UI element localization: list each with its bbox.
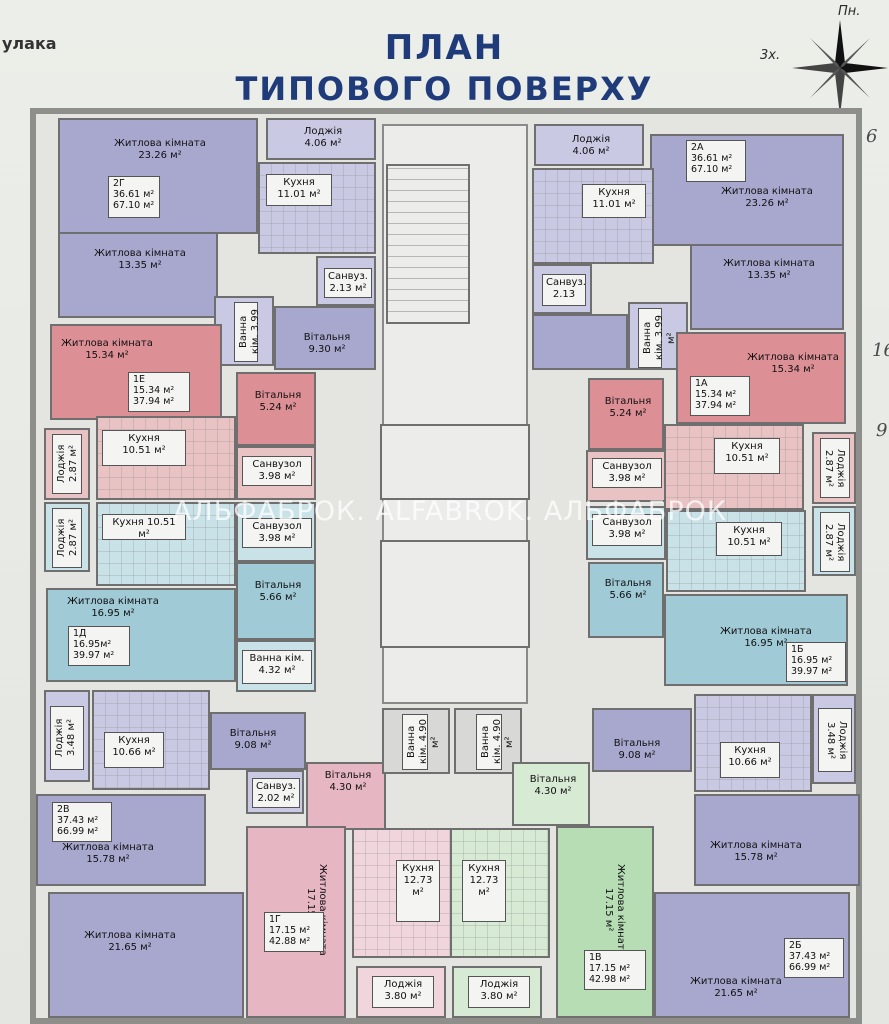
- plan-title-line1: ПЛАН: [384, 28, 505, 68]
- watermark: АЛЬФАБРОК. ALFABROK. АЛЬФАБРОК: [172, 496, 728, 527]
- unit-1d-loggia: Лоджія 2.87 м²: [44, 502, 90, 572]
- unit-2g-bath-room: Ванна кім. 3.99: [214, 296, 274, 366]
- street-name-fragment: улака: [2, 34, 57, 53]
- north-label: Пн.: [838, 4, 861, 19]
- compass-rose-icon: [792, 20, 888, 116]
- unit-2b-loggia: Лоджія 3.48 м²: [812, 694, 856, 784]
- elevator-shaft-block-upper: [380, 424, 530, 500]
- unit-1b-loggia: Лоджія 2.87 м²: [812, 506, 856, 576]
- pencil-mark-3: 9: [876, 420, 888, 441]
- unit-2v-loggia: Лоджія 3.48 м²: [44, 690, 90, 782]
- unit-1a-loggia: Лоджія 2.87 м²: [812, 432, 856, 504]
- unit-2a-vitalnia: [532, 314, 628, 370]
- note-3x: 3х.: [760, 48, 781, 63]
- unit-2g-bathroom: Санвуз.2.13 м²: [316, 256, 376, 306]
- unit-2v-bathroom: Санвуз.2.02 м²: [246, 770, 304, 814]
- unit-1d-kitchen: Кухня 10.51 м²: [96, 502, 236, 586]
- unit-1e-loggia: Лоджія 2.87 м²: [44, 428, 90, 500]
- unit-1g-bath-room: Ванна кім. 4.90 м²: [382, 708, 450, 774]
- pencil-mark-2: 16: [872, 340, 889, 361]
- pencil-mark-1: 6: [866, 126, 878, 147]
- elevator-shaft-block-lower: [380, 540, 530, 648]
- unit-1d-bath-room: Ванна кім.4.32 м²: [236, 640, 316, 692]
- plan-title-line2: ТИПОВОГО ПОВЕРХУ: [235, 70, 654, 108]
- staircase: [386, 164, 470, 324]
- unit-1v-bath-room: Ванна кім. 4.90 м²: [454, 708, 522, 774]
- unit-2a-bathroom: Санвуз.2.13: [532, 264, 592, 314]
